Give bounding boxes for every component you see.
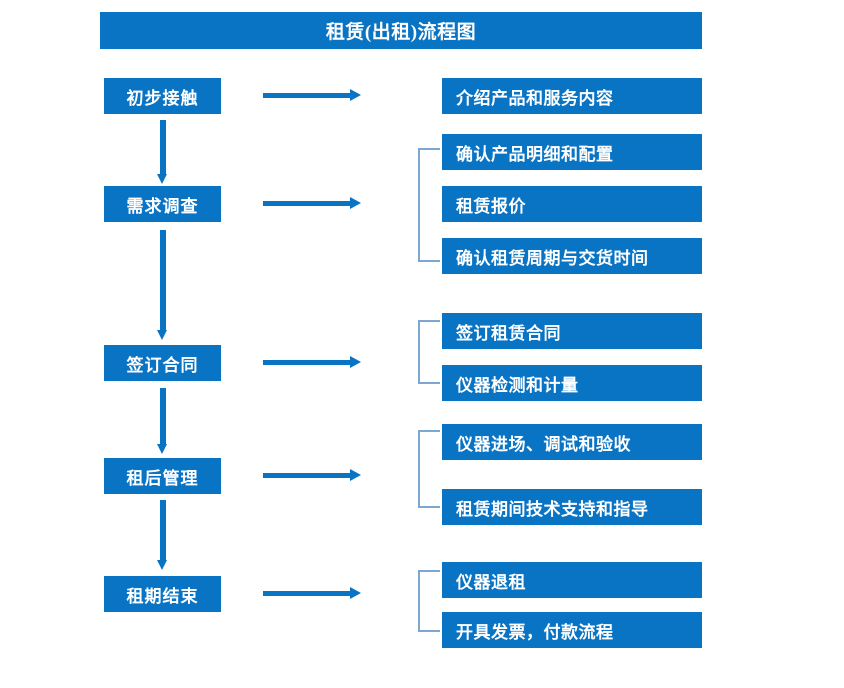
flow-arrow-down-3 — [157, 388, 168, 454]
diagram-title: 租赁(出租)流程图 — [100, 12, 702, 49]
branch-arrow-right-4 — [263, 469, 361, 481]
group-bracket-requirement-survey — [418, 148, 440, 262]
stage-box-post-rental-management[interactable]: 租后管理 — [104, 458, 221, 494]
task-box-confirm-lease-period-delivery[interactable]: 确认租赁周期与交货时间 — [442, 238, 702, 274]
task-box-introduce-products-services[interactable]: 介绍产品和服务内容 — [442, 78, 702, 114]
stage-box-initial-contact[interactable]: 初步接触 — [104, 78, 221, 114]
stage-box-sign-contract[interactable]: 签订合同 — [104, 345, 221, 381]
task-box-sign-lease-agreement[interactable]: 签订租赁合同 — [442, 313, 702, 349]
task-box-technical-support-during-lease[interactable]: 租赁期间技术支持和指导 — [442, 489, 702, 525]
group-bracket-sign-contract — [418, 320, 440, 384]
task-box-rental-quotation[interactable]: 租赁报价 — [442, 186, 702, 222]
group-bracket-post-rental-management — [418, 430, 440, 508]
task-box-instrument-inspection-metering[interactable]: 仪器检测和计量 — [442, 365, 702, 401]
flow-arrow-down-1 — [157, 120, 168, 184]
stage-box-requirement-survey[interactable]: 需求调查 — [104, 186, 221, 222]
task-box-invoice-payment-process[interactable]: 开具发票，付款流程 — [442, 612, 702, 648]
task-box-confirm-product-details-config[interactable]: 确认产品明细和配置 — [442, 134, 702, 170]
flow-arrow-down-2 — [157, 230, 168, 340]
task-box-instrument-return[interactable]: 仪器退租 — [442, 562, 702, 598]
stage-box-lease-end[interactable]: 租期结束 — [104, 576, 221, 612]
branch-arrow-right-2 — [263, 197, 361, 209]
flow-arrow-down-4 — [157, 500, 168, 570]
branch-arrow-right-1 — [263, 89, 361, 101]
branch-arrow-right-3 — [263, 356, 361, 368]
group-bracket-lease-end — [418, 570, 440, 632]
branch-arrow-right-5 — [263, 587, 361, 599]
task-box-instrument-entry-commission-acceptance[interactable]: 仪器进场、调试和验收 — [442, 424, 702, 460]
